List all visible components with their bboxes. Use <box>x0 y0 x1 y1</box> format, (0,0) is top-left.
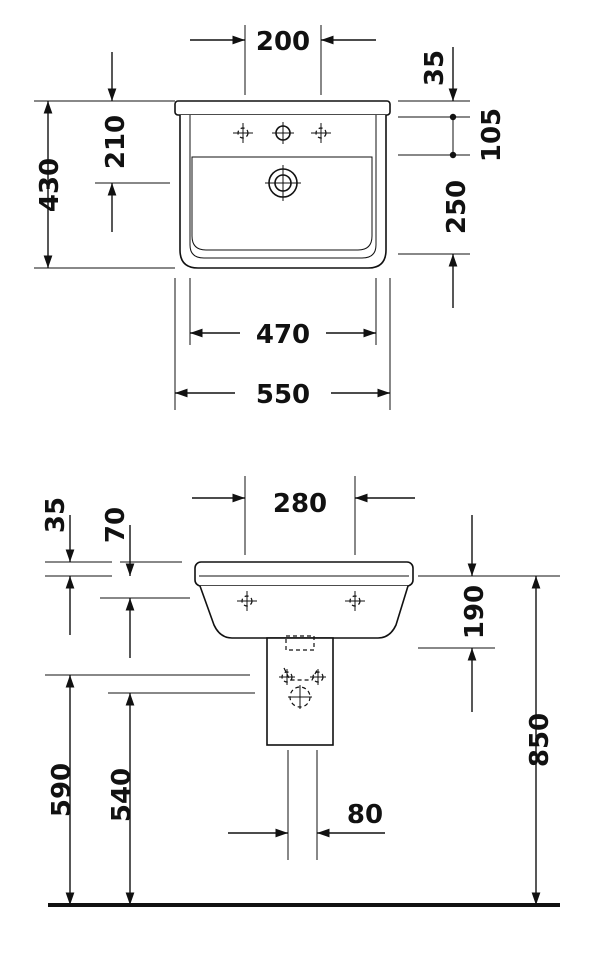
dim-front-to-waste: 210 <box>101 115 131 169</box>
dim-outer-width: 550 <box>256 380 310 410</box>
dim-basin-height: 190 <box>460 585 490 639</box>
dim-depth-total: 430 <box>35 158 65 212</box>
tap-hole-left <box>233 123 253 143</box>
tap-hole-center <box>272 122 294 144</box>
dim-tap-spacing: 200 <box>256 27 310 57</box>
dim-inner-width: 470 <box>256 320 310 350</box>
tap-hole-right <box>311 123 331 143</box>
front-view: 280 35 70 190 850 590 540 <box>41 476 560 907</box>
pedestal <box>266 635 334 746</box>
basin-front-outline <box>194 561 414 639</box>
fixing-hole-right <box>345 591 365 611</box>
dim-rim-thickness: 35 <box>41 497 71 533</box>
dim-rim-height: 850 <box>525 713 555 767</box>
dim-pedestal-height: 540 <box>107 768 137 822</box>
dim-fixing-spacing: 280 <box>273 489 327 519</box>
dim-bowl-to-back: 250 <box>442 180 472 234</box>
dim-fixing-height: 590 <box>47 763 77 817</box>
top-view: 200 430 210 35 105 250 470 <box>34 25 507 410</box>
fixing-hole-left <box>237 591 257 611</box>
dim-rim-to-tap-hole: 70 <box>101 507 131 543</box>
dim-pedestal-width: 80 <box>347 800 383 830</box>
dim-tap-to-waste: 105 <box>477 108 507 162</box>
waste-outlet <box>265 165 301 201</box>
dim-rim-to-tap: 35 <box>420 50 450 86</box>
